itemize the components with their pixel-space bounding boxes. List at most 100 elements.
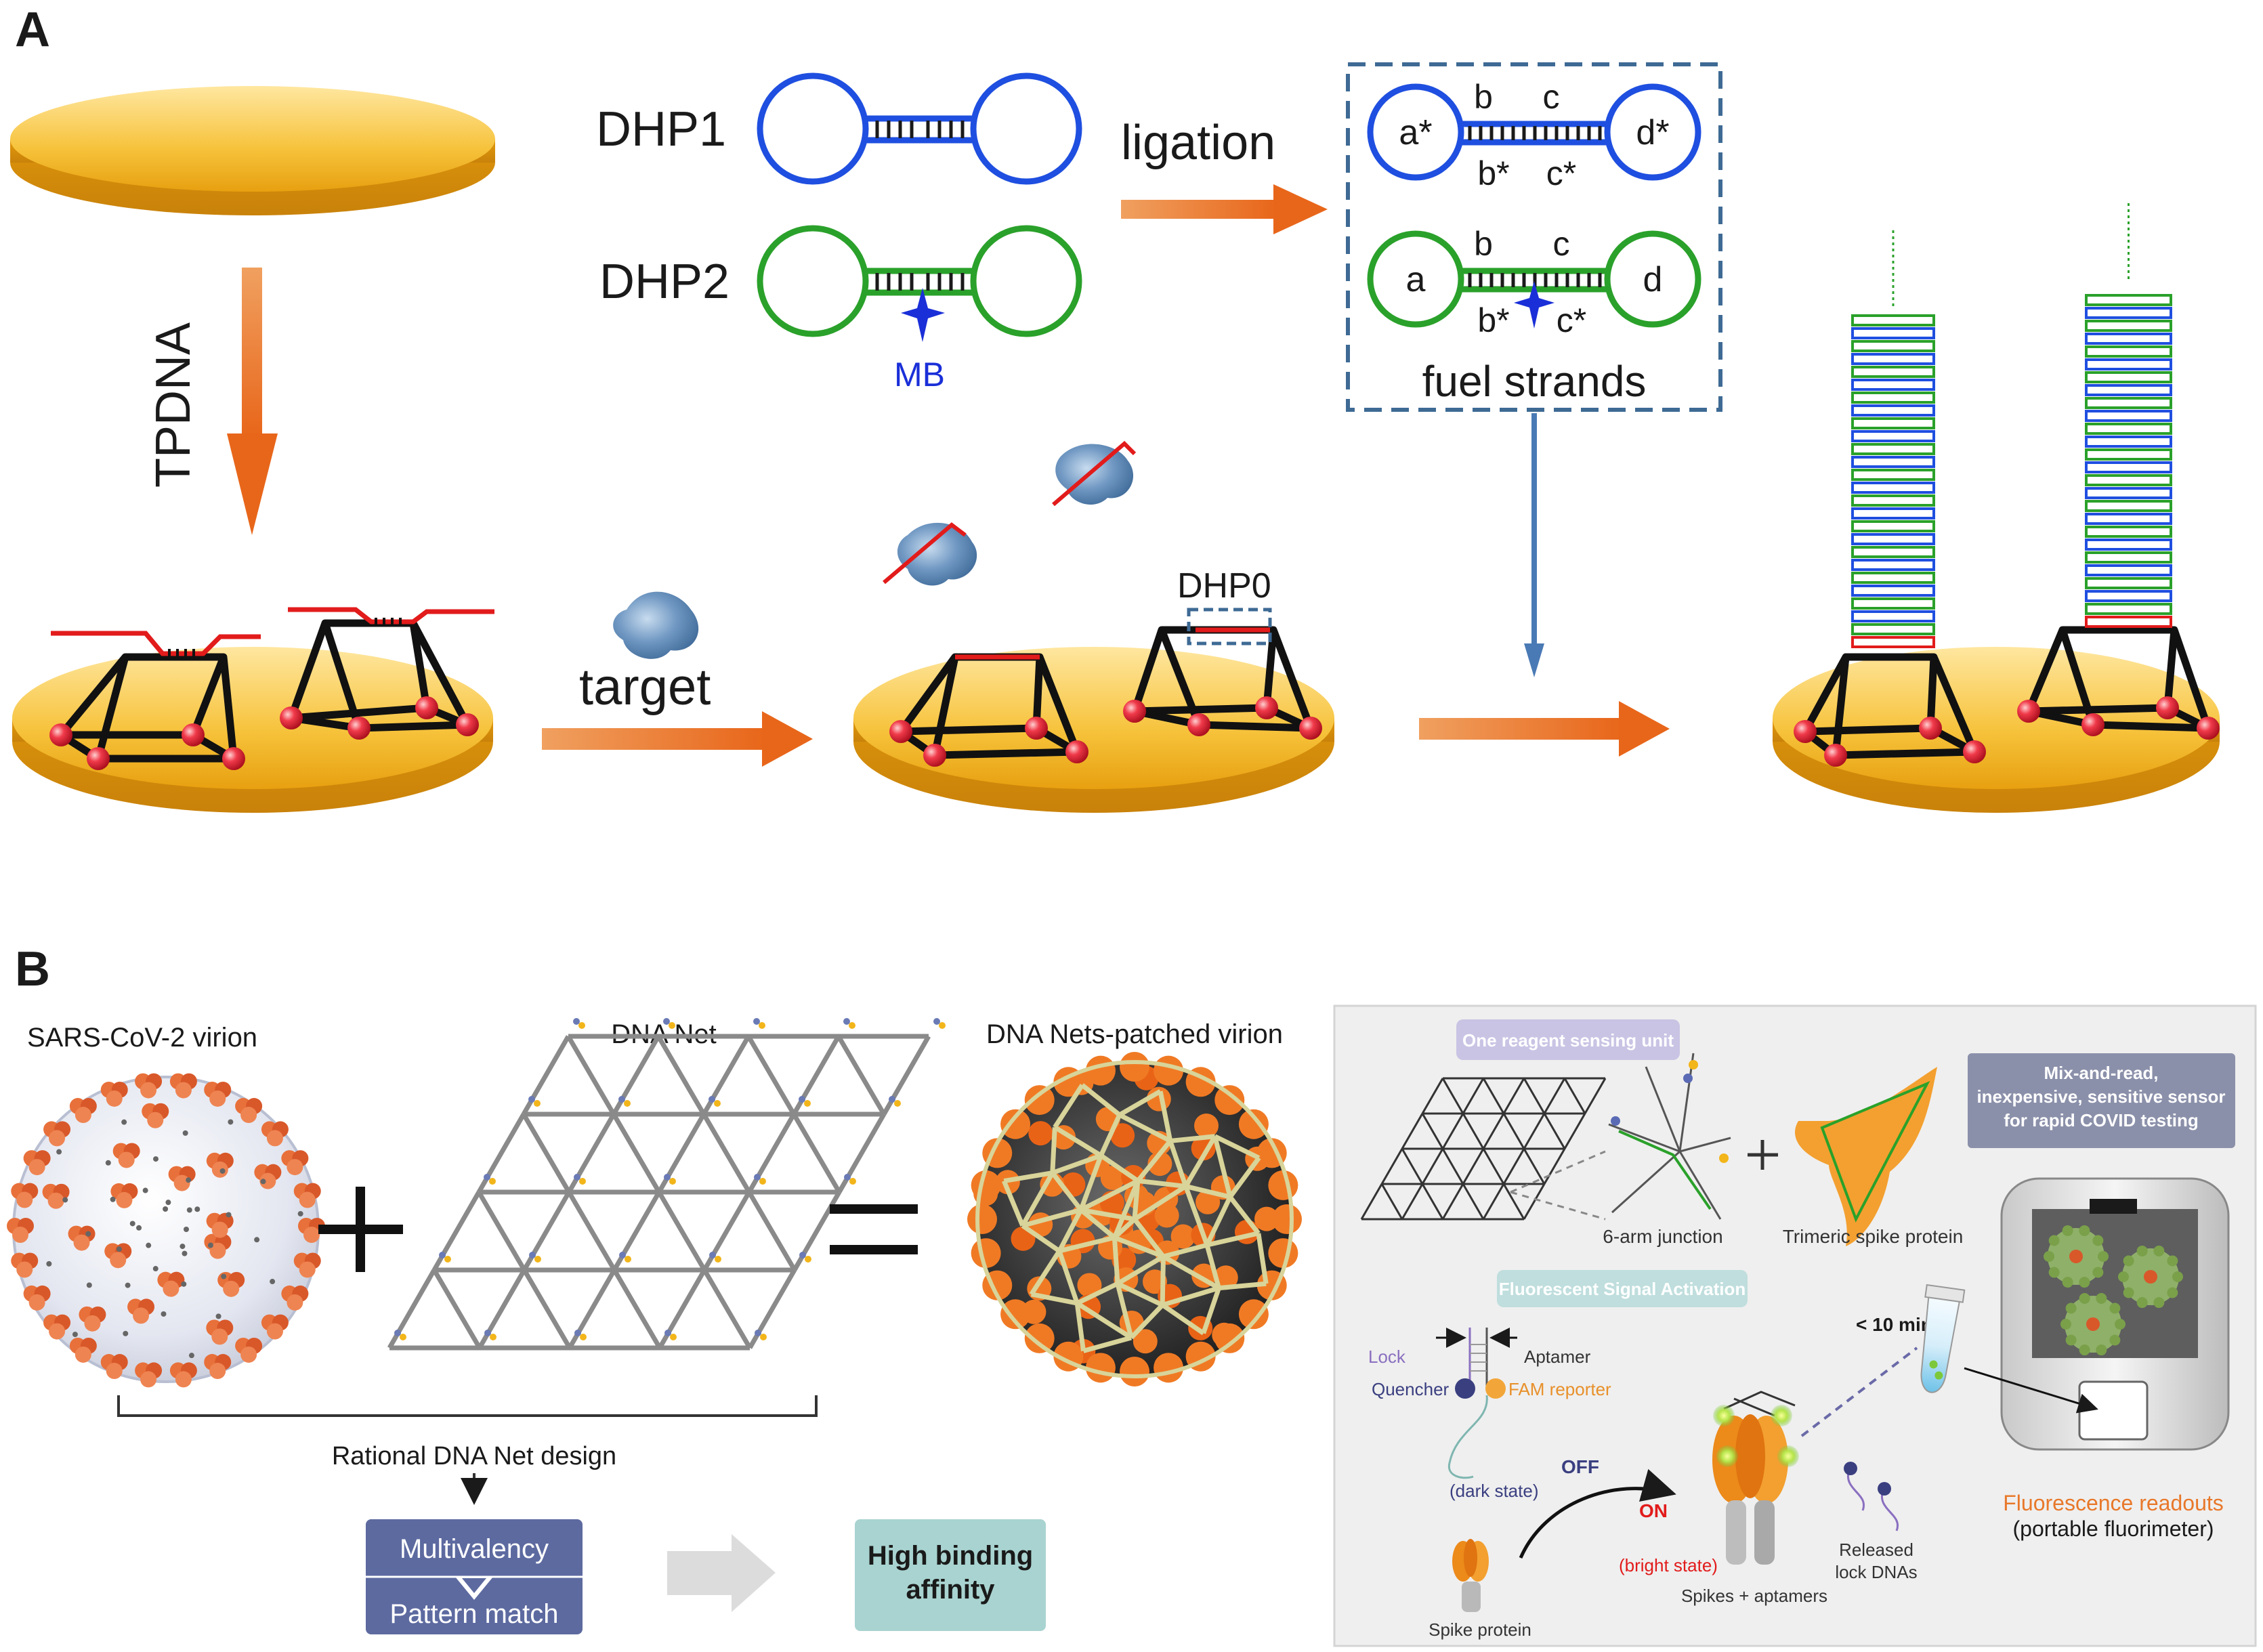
fuel-bottom-upper-b: b: [1474, 225, 1493, 263]
fuel-bottom-lower-c: c*: [1557, 301, 1586, 339]
membrane-dot: [85, 1231, 91, 1237]
anchor-balls-3: [1794, 696, 2220, 767]
screen-spike: [2092, 1235, 2104, 1246]
cage-edge: [1114, 1235, 1164, 1259]
patch-spike: [1061, 1172, 1086, 1197]
net-node: [939, 1022, 946, 1029]
fuel-top-right-loop: d*: [1636, 113, 1669, 152]
sensor-net-edge: [1584, 1078, 1607, 1114]
spike-icon: [28, 1294, 45, 1311]
cage-edge: [1057, 1250, 1080, 1305]
patch-spike: [1077, 1273, 1102, 1298]
patch-spike: [1170, 1224, 1196, 1249]
cage-edge: [1116, 1281, 1164, 1307]
fuel-strands-caption: fuel strands: [1422, 357, 1647, 406]
fuel-top-upper-c: c: [1543, 78, 1560, 116]
stack-layer: [2085, 577, 2172, 589]
net-edge: [477, 1269, 527, 1349]
gold-disc-1: [12, 647, 493, 813]
spike-icon: [106, 1090, 123, 1107]
cage-edge: [1136, 1139, 1172, 1183]
target-label: target: [579, 658, 711, 716]
fuel-top-left-loop: a*: [1399, 113, 1432, 152]
stack-layer: [1851, 494, 1935, 507]
net-node: [534, 1256, 541, 1263]
spike-icon: [173, 1174, 190, 1191]
stack-layer: [1851, 469, 1935, 481]
spike-icon: [147, 1111, 164, 1128]
cage-edge: [1030, 1292, 1078, 1306]
stack-layer: [1851, 417, 1935, 429]
fuel-down-arrow: [1524, 413, 1544, 677]
patched-virion-title: DNA Nets-patched virion: [986, 1019, 1283, 1049]
spike-icon: [175, 1082, 192, 1099]
net-edge: [612, 1191, 662, 1271]
screen-spike: [2079, 1292, 2090, 1304]
spike-icon: [28, 1159, 45, 1176]
fuel-bottom-lower-b: b*: [1477, 301, 1509, 339]
cage-edge: [1112, 1180, 1141, 1239]
screen-spike: [2098, 1251, 2109, 1262]
spike-icon: [75, 1107, 91, 1124]
cage-edge: [1219, 1281, 1267, 1291]
stack-layer: [2085, 371, 2172, 383]
membrane-dot: [116, 1246, 122, 1252]
net-node: [755, 1330, 761, 1336]
multivalency-box: Multivalency Pattern match: [366, 1519, 583, 1634]
net-node: [715, 1256, 721, 1263]
net-edge: [746, 1191, 797, 1271]
sars-cov-2-virion: [7, 1073, 325, 1388]
net-node: [484, 1330, 491, 1336]
net-node: [663, 1018, 670, 1025]
mix-line1: Mix-and-read,: [2044, 1063, 2158, 1083]
membrane-dot: [163, 1206, 169, 1212]
stack-layer: [2085, 307, 2172, 319]
stack-layer: [2085, 320, 2172, 332]
sensor-net-edge: [1462, 1183, 1485, 1220]
spike-icon: [75, 1346, 91, 1363]
cage-edge: [1183, 1185, 1210, 1246]
mb-star-icon: [901, 288, 945, 342]
screen-core: [2086, 1317, 2100, 1331]
net-node: [534, 1100, 541, 1107]
net-node: [579, 1178, 586, 1185]
mb-label: MB: [894, 356, 945, 394]
cage-edge: [1057, 1208, 1083, 1252]
membrane-dot: [297, 1210, 303, 1216]
spike-icon: [209, 1090, 226, 1107]
spike-icon: [140, 1082, 157, 1099]
screen-spike: [2096, 1344, 2107, 1356]
net-node: [578, 1022, 585, 1029]
spike-icon: [175, 1371, 192, 1388]
spike-icon: [223, 1280, 240, 1297]
cage-edge: [1112, 1237, 1120, 1284]
spike-icon: [287, 1294, 303, 1311]
net-node: [804, 1100, 811, 1107]
net-node: [753, 1018, 760, 1025]
spike-icon: [211, 1221, 228, 1238]
stack-layer: [2085, 423, 2172, 435]
cage-edge: [1053, 1125, 1103, 1158]
net-node: [759, 1022, 765, 1029]
net-node: [799, 1252, 806, 1258]
cage-edge: [1082, 1335, 1133, 1353]
dna-stack-right: [2085, 203, 2172, 628]
membrane-dot: [260, 1179, 266, 1185]
stack-layer: [2085, 538, 2172, 551]
spike-icon: [110, 1252, 127, 1269]
spike-icon: [49, 1130, 66, 1147]
spike-icon: [299, 1261, 316, 1278]
net-edge: [792, 1191, 842, 1271]
screen-spike: [2092, 1267, 2104, 1278]
stack-layer: [1851, 597, 1935, 610]
patch-spike: [1254, 1206, 1279, 1231]
net-node: [849, 1022, 855, 1029]
patch-spike: [1268, 1238, 1298, 1269]
patch-spike: [1120, 1357, 1149, 1386]
membrane-dot: [125, 1282, 131, 1288]
patch-spike: [971, 1238, 1001, 1269]
stack-layer: [1851, 340, 1935, 352]
spike-icon: [303, 1227, 320, 1243]
patched-virion: [967, 1052, 1302, 1386]
rational-design-label: Rational DNA Net design: [332, 1442, 616, 1470]
